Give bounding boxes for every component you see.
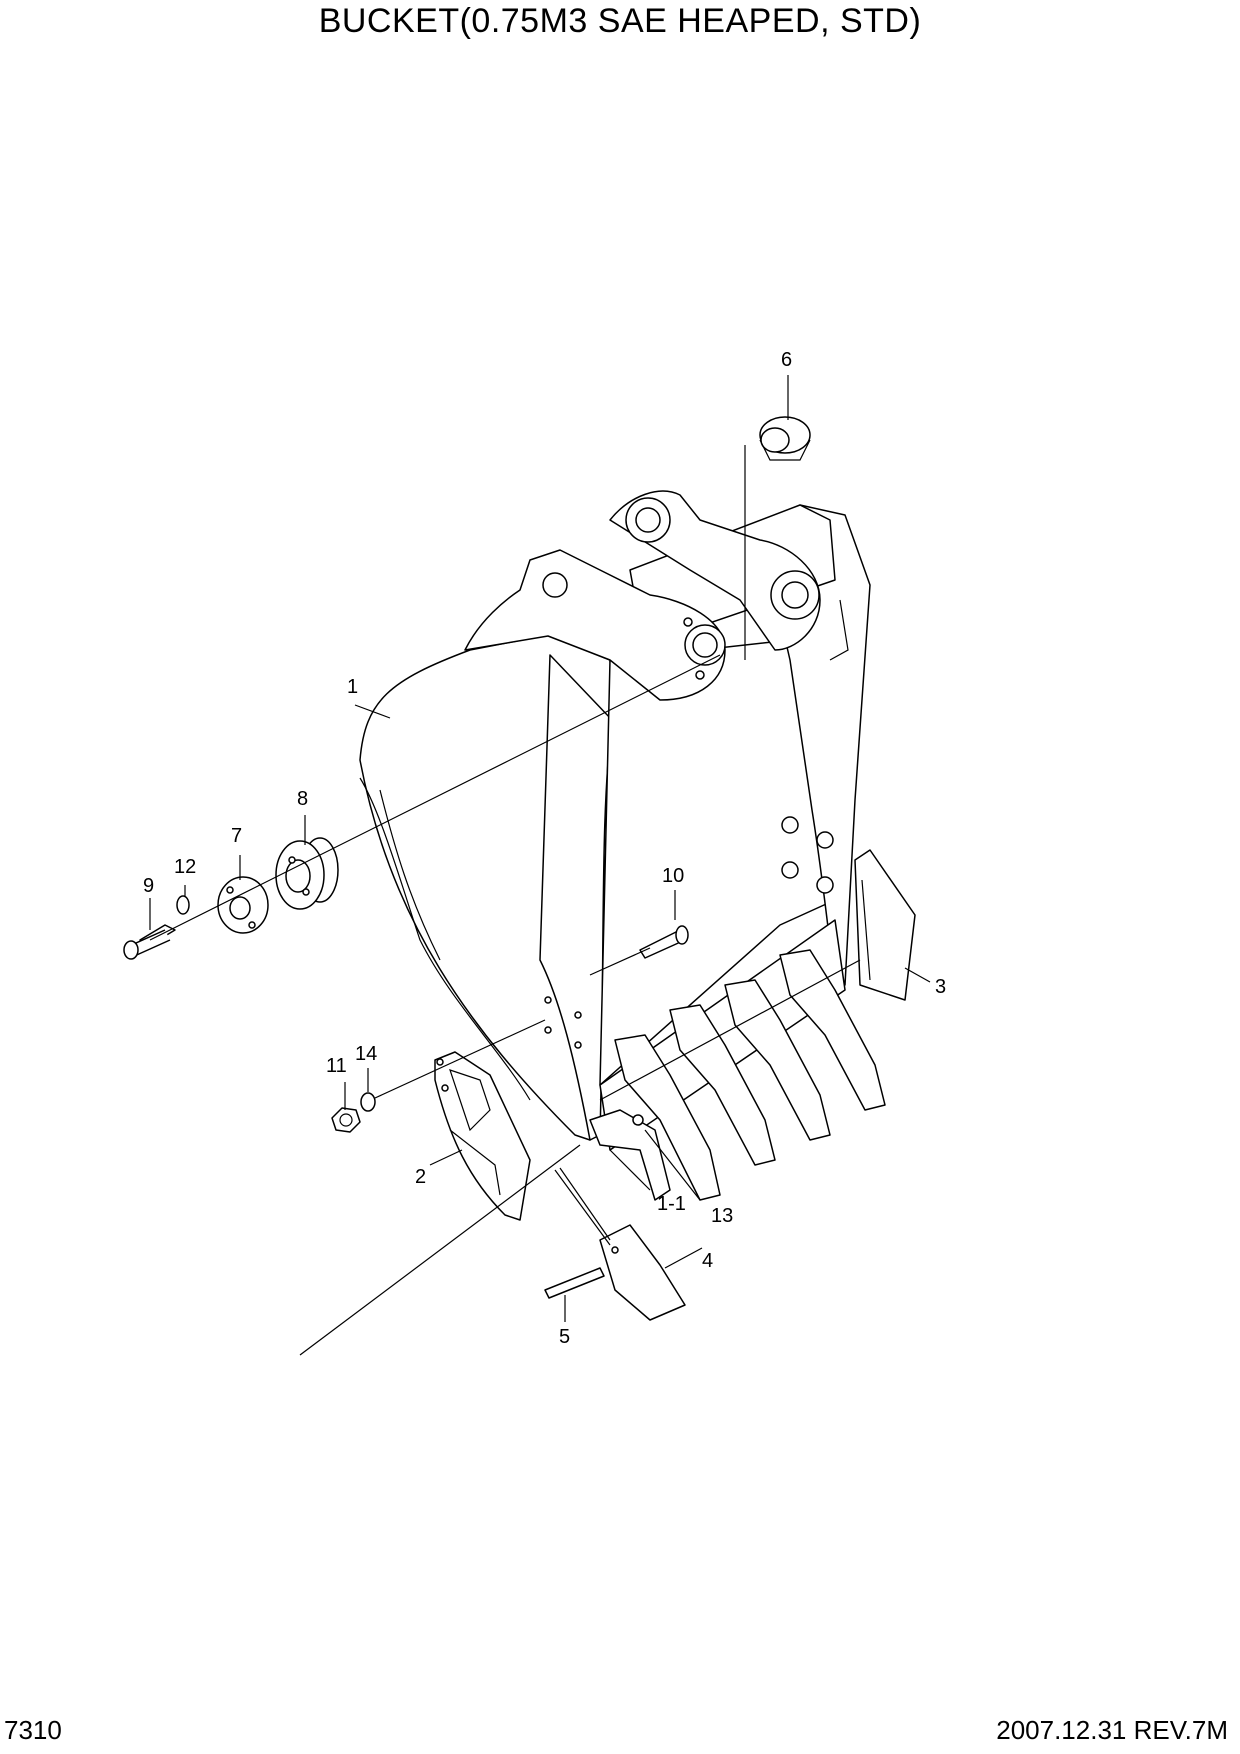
pin-lock-part-13: [632, 1114, 644, 1126]
spacer-part-8: [275, 837, 339, 910]
callout-8: 8: [297, 788, 308, 810]
callout-6: 6: [781, 349, 792, 371]
callout-9: 9: [143, 875, 154, 897]
washer-part-14: [360, 1092, 376, 1112]
bucket-body: [359, 490, 871, 1151]
callout-5: 5: [559, 1326, 570, 1348]
callout-12: 12: [174, 856, 196, 878]
teeth-row: [589, 949, 886, 1201]
side-cutter-left: [434, 1051, 531, 1221]
callout-10: 10: [662, 865, 684, 887]
callout-1: 1: [347, 676, 358, 698]
callout-7: 7: [231, 825, 242, 847]
callout-3: 3: [935, 976, 946, 998]
revision-label: 2007.12.31 REV.7M: [996, 1715, 1228, 1745]
plate-part-7: [217, 876, 269, 934]
washer-part-12: [176, 895, 190, 915]
page-number: 7310: [4, 1715, 62, 1745]
tooth-part-4: [599, 1224, 686, 1321]
pin-part-5: [544, 1267, 605, 1299]
callout-4: 4: [702, 1250, 713, 1272]
callout-labels: 1 1-1 2 3 4 5 6 7 8 9 10 11 12 13 14: [143, 349, 946, 1348]
bolt-part-10: [639, 925, 689, 959]
callout-14: 14: [355, 1043, 377, 1065]
side-cutter-right: [854, 849, 916, 1001]
bushing-part-6: [759, 416, 811, 461]
leader-lines: [149, 375, 931, 1356]
callout-13: 13: [711, 1205, 733, 1227]
callout-2: 2: [415, 1166, 426, 1188]
bolt-part-9: [123, 924, 176, 960]
callout-11: 11: [326, 1055, 347, 1077]
callout-1-1: 1-1: [657, 1193, 686, 1215]
diagram-title: BUCKET(0.75M3 SAE HEAPED, STD): [318, 2, 922, 40]
nut-part-11: [331, 1107, 361, 1133]
